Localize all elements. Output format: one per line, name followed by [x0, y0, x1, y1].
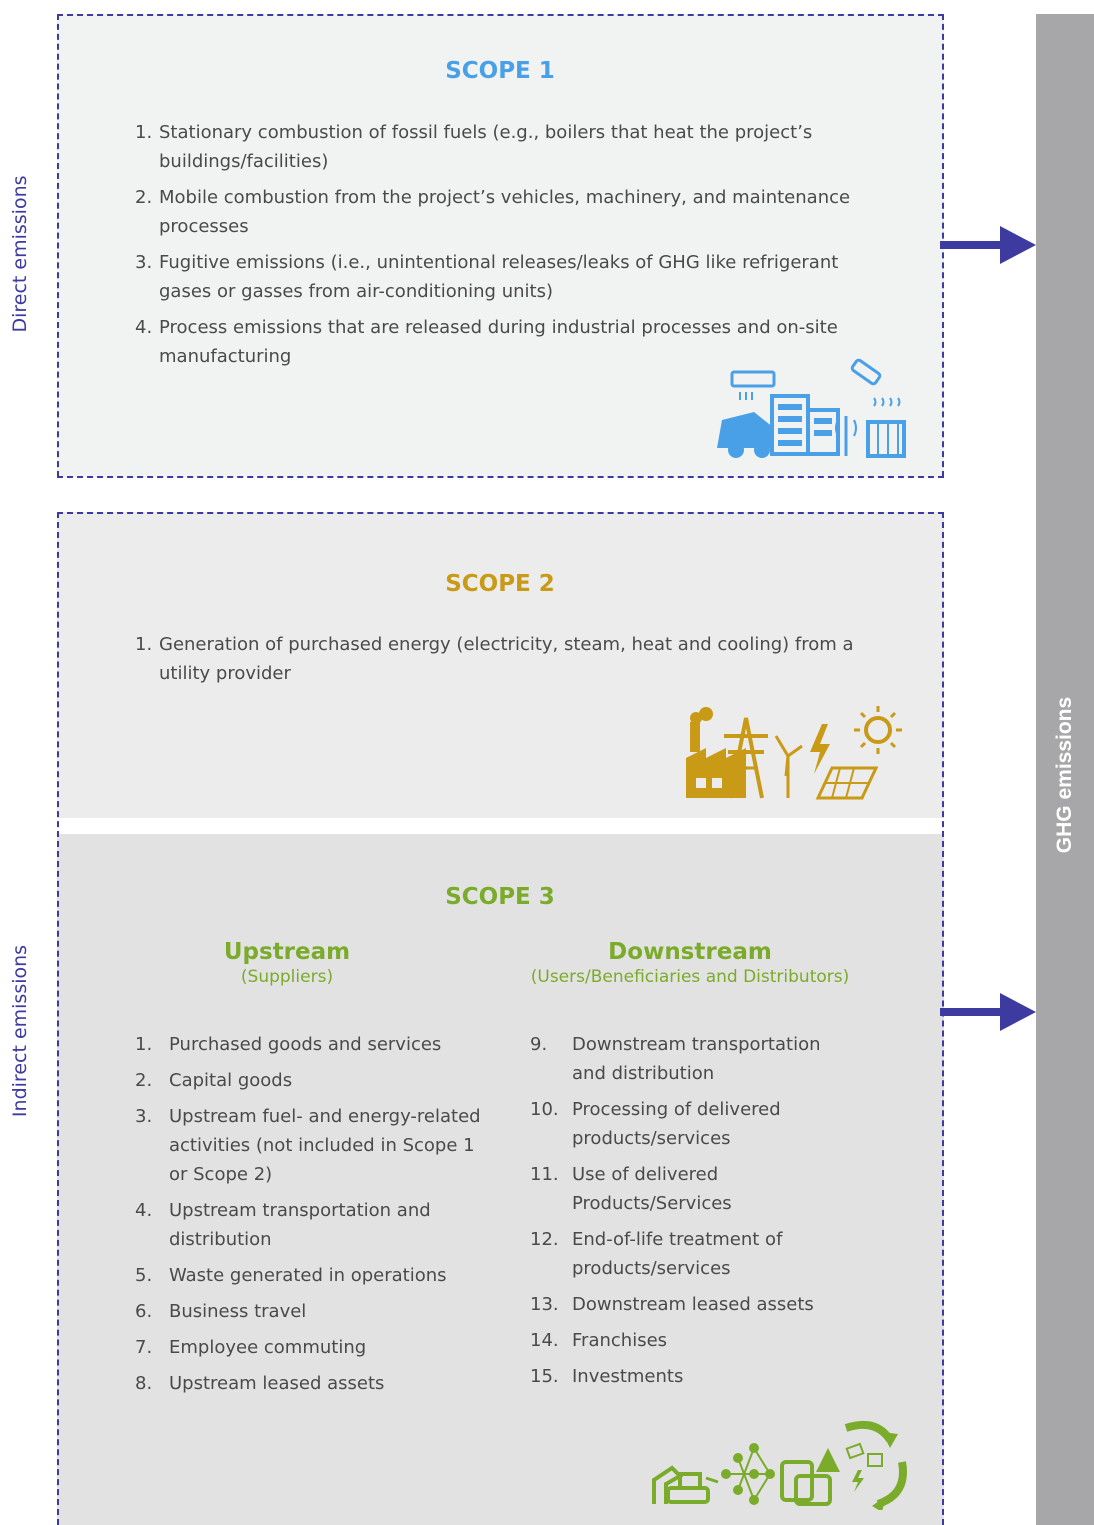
list-item-text: Upstream transportation and distribution	[169, 1200, 431, 1250]
list-item-number: 2.	[135, 187, 153, 208]
direct-group-border-left	[57, 14, 59, 477]
indirect-emissions-label: Indirect emissions	[9, 944, 31, 1118]
list-item-number: 6.	[135, 1301, 153, 1322]
list-item-number: 1.	[135, 1034, 153, 1055]
list-item-number: 4.	[135, 1200, 153, 1221]
scope1-title: SCOPE 1	[445, 58, 555, 84]
upstream-item: 6. Business travel	[135, 1297, 490, 1326]
list-item-number: 13.	[530, 1294, 559, 1315]
upstream-heading-block: Upstream (Suppliers)	[187, 939, 387, 987]
scope1-item: 4. Process emissions that are released du…	[135, 313, 895, 371]
scope1-item: 3. Fugitive emissions (i.e., unintentiona…	[135, 248, 895, 306]
upstream-subheading: (Suppliers)	[240, 967, 334, 987]
direct-arrow-icon	[940, 226, 1036, 264]
list-item-number: 11.	[530, 1164, 559, 1185]
upstream-list: 1. Purchased goods and services 2. Capital …	[135, 1030, 490, 1405]
list-item-text: Upstream leased assets	[169, 1373, 385, 1394]
scope1-list: 1. Stationary combustion of fossil fuels …	[135, 118, 895, 378]
list-item-text: Business travel	[169, 1301, 307, 1322]
list-item-text: Investments	[572, 1366, 684, 1387]
list-item-text: Stationary combustion of fossil fuels (e…	[159, 122, 813, 172]
upstream-item: 1. Purchased goods and services	[135, 1030, 490, 1059]
list-item-number: 10.	[530, 1099, 559, 1120]
energy-generation-icon	[686, 706, 902, 800]
scope3-title: SCOPE 3	[445, 884, 555, 910]
list-item-number: 14.	[530, 1330, 559, 1351]
list-item-text: End-of-life treatment of products/servic…	[572, 1229, 783, 1279]
list-item-number: 9.	[530, 1034, 548, 1055]
scope2-item: 1. Generation of purchased energy (electr…	[135, 630, 895, 688]
list-item-text: Employee commuting	[169, 1337, 367, 1358]
scope1-item: 2. Mobile combustion from the project’s v…	[135, 183, 895, 241]
downstream-item: 14. Franchises	[530, 1326, 860, 1355]
list-item-text: Purchased goods and services	[169, 1034, 442, 1055]
downstream-heading-block: Downstream (Users/Beneficiaries and Dist…	[498, 939, 882, 987]
scope2-list: 1. Generation of purchased energy (electr…	[135, 630, 895, 695]
list-item-number: 12.	[530, 1229, 559, 1250]
ghg-emissions-label-wrap: GHG emissions	[1036, 14, 1094, 1525]
upstream-item: 3. Upstream fuel- and energy-related acti…	[135, 1102, 490, 1189]
downstream-list: 9. Downstream transportation and distribu…	[530, 1030, 860, 1398]
downstream-item: 12. End-of-life treatment of products/ser…	[530, 1225, 860, 1283]
downstream-subheading: (Users/Beneficiaries and Distributors)	[530, 967, 850, 987]
list-item-text: Downstream leased assets	[572, 1294, 814, 1315]
downstream-item: 9. Downstream transportation and distribu…	[530, 1030, 860, 1088]
upstream-item: 8. Upstream leased assets	[135, 1369, 490, 1398]
list-item-text: Capital goods	[169, 1070, 293, 1091]
list-item-number: 1.	[135, 634, 153, 655]
indirect-group-border-left	[57, 512, 59, 1525]
ghg-emissions-label: GHG emissions	[1053, 696, 1076, 854]
list-item-number: 5.	[135, 1265, 153, 1286]
upstream-item: 5. Waste generated in operations	[135, 1261, 490, 1290]
list-item-number: 3.	[135, 252, 153, 273]
list-item-number: 15.	[530, 1366, 559, 1387]
scope3-panel	[57, 834, 944, 1525]
indirect-group-border-top	[57, 512, 944, 514]
indirect-arrow-icon	[940, 993, 1036, 1031]
list-item-text: Processing of delivered products/service…	[572, 1099, 781, 1149]
list-item-text: Mobile combustion from the project’s veh…	[159, 187, 851, 237]
list-item-number: 7.	[135, 1337, 153, 1358]
list-item-text: Waste generated in operations	[169, 1265, 447, 1286]
downstream-item: 10. Processing of delivered products/serv…	[530, 1095, 860, 1153]
list-item-number: 1.	[135, 122, 153, 143]
indirect-group-border-right	[942, 512, 944, 1525]
downstream-item: 11. Use of delivered Products/Services	[530, 1160, 860, 1218]
list-item-text: Downstream transportation and distributi…	[572, 1034, 821, 1084]
list-item-number: 8.	[135, 1373, 153, 1394]
upstream-item: 4. Upstream transportation and distributi…	[135, 1196, 490, 1254]
upstream-item: 7. Employee commuting	[135, 1333, 490, 1362]
list-item-text: Upstream fuel- and energy-related activi…	[169, 1106, 481, 1185]
direct-group-border-top	[57, 14, 944, 16]
scope2-panel	[57, 512, 944, 818]
scope1-item: 1. Stationary combustion of fossil fuels …	[135, 118, 895, 176]
list-item-number: 4.	[135, 317, 153, 338]
list-item-text: Process emissions that are released duri…	[159, 317, 838, 367]
direct-group-border-bottom	[57, 476, 944, 478]
scope2-title: SCOPE 2	[445, 571, 555, 597]
downstream-item: 15. Investments	[530, 1362, 860, 1391]
direct-emissions-label: Direct emissions	[9, 175, 31, 333]
list-item-number: 3.	[135, 1106, 153, 1127]
list-item-text: Use of delivered Products/Services	[572, 1164, 732, 1214]
industrial-facilities-icon	[717, 358, 906, 458]
downstream-heading: Downstream	[608, 939, 772, 965]
list-item-text: Generation of purchased energy (electric…	[159, 634, 854, 684]
upstream-item: 2. Capital goods	[135, 1066, 490, 1095]
upstream-heading: Upstream	[223, 939, 351, 965]
value-chain-icon	[652, 1421, 907, 1510]
ghg-emissions-bar	[1036, 14, 1094, 1525]
list-item-text: Fugitive emissions (i.e., unintentional …	[159, 252, 839, 302]
scope1-panel	[57, 14, 944, 477]
list-item-text: Franchises	[572, 1330, 668, 1351]
downstream-item: 13. Downstream leased assets	[530, 1290, 860, 1319]
list-item-number: 2.	[135, 1070, 153, 1091]
